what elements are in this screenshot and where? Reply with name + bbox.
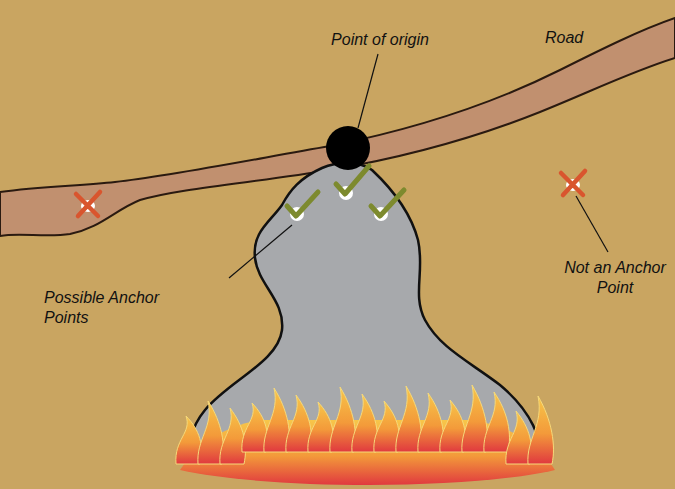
fire-front: [176, 385, 555, 485]
origin-dot: [326, 126, 370, 170]
leader-lines: [229, 54, 608, 278]
origin-label: Point of origin: [331, 30, 429, 50]
callout-label: Possible Anchor Points: [44, 288, 174, 328]
road-label: Road: [545, 28, 583, 48]
anchor-markers: [287, 166, 404, 221]
burned-area: [189, 163, 541, 468]
x-markers: [76, 171, 585, 216]
callout-label: Not an Anchor Point: [560, 258, 670, 298]
